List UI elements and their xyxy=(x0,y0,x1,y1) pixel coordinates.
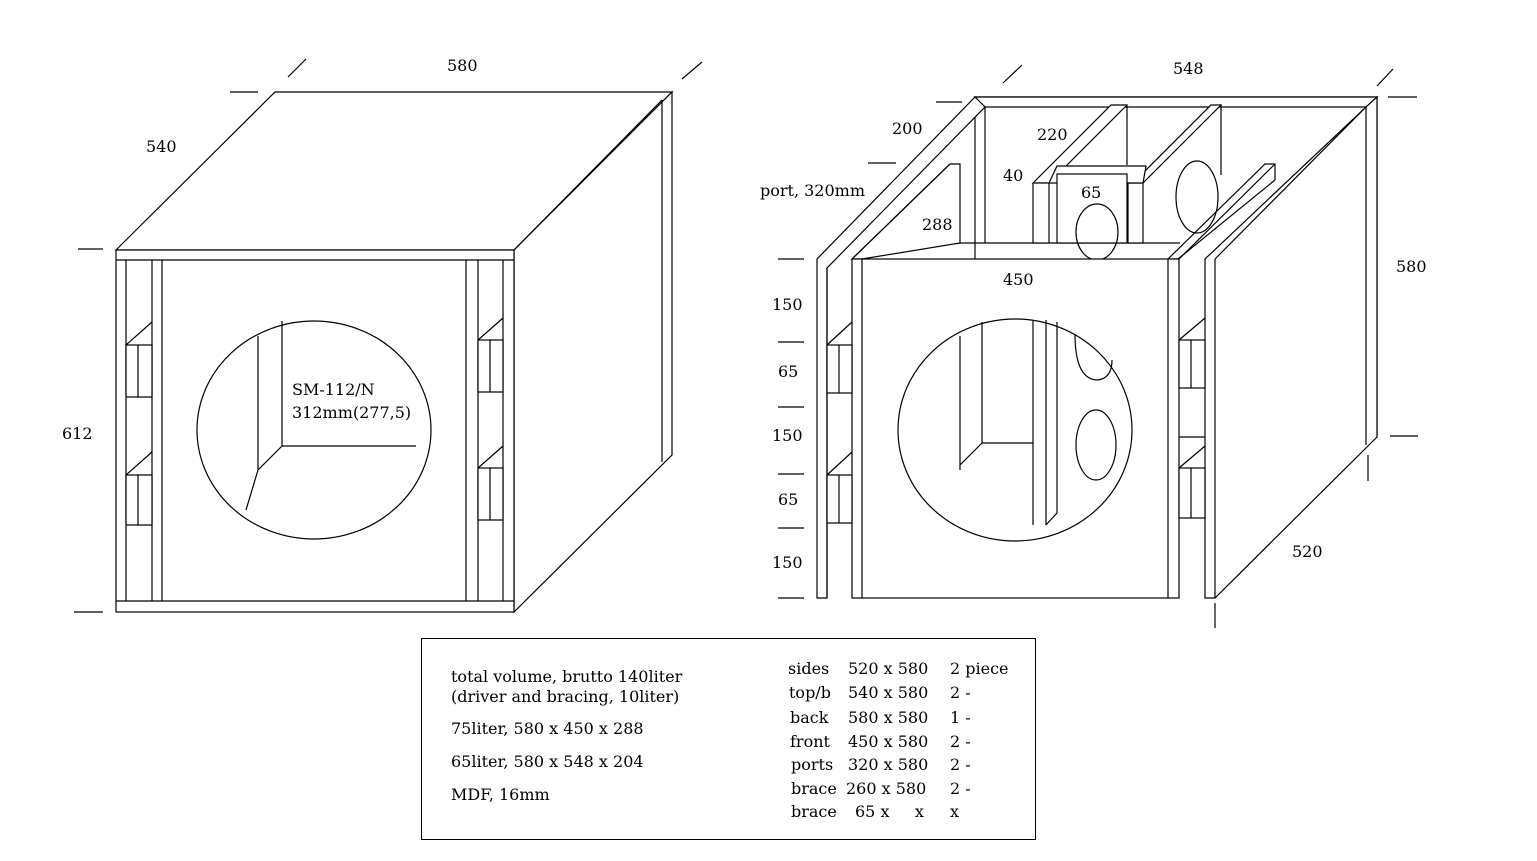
cut-size: 540 x 580 xyxy=(848,683,929,702)
note-volume-65: 65liter, 580 x 548 x 204 xyxy=(451,752,644,771)
cut-part: front xyxy=(790,732,830,751)
cut-size: 450 x 580 xyxy=(848,732,929,751)
right-depth-label: 520 xyxy=(1292,542,1323,561)
left-depth-label: 540 xyxy=(146,137,177,156)
section-label-2: 65 xyxy=(778,362,798,381)
note-material: MDF, 16mm xyxy=(451,785,550,804)
section-label-3: 150 xyxy=(772,426,803,445)
cut-qty: x xyxy=(950,802,960,821)
specs-box: total volume, brutto 140liter (driver an… xyxy=(421,638,1036,840)
cut-part: back xyxy=(790,708,829,727)
cut-qty: 2 - xyxy=(950,683,971,702)
cut-qty: 2 - xyxy=(950,779,971,798)
right-height-label: 580 xyxy=(1396,257,1427,276)
cut-size: 260 x 580 xyxy=(846,779,927,798)
port-label: port, 320mm xyxy=(760,181,865,200)
left-driver-cutout xyxy=(196,320,432,540)
cut-part: brace xyxy=(791,779,837,798)
left-width-label: 580 xyxy=(447,56,478,75)
right-driver-cutout xyxy=(897,318,1133,542)
inner-label-450: 450 xyxy=(1003,270,1034,289)
driver-cutout-label: 312mm(277,5) xyxy=(292,403,411,422)
section-label-1: 150 xyxy=(772,295,803,314)
section-label-4: 65 xyxy=(778,490,798,509)
left-height-label: 612 xyxy=(62,424,93,443)
left-cabinet xyxy=(74,58,703,614)
cut-qty: 2 - xyxy=(950,755,971,774)
inner-label-220: 220 xyxy=(1037,125,1068,144)
driver-model-label: SM-112/N xyxy=(292,380,375,399)
note-volume-75: 75liter, 580 x 450 x 288 xyxy=(451,719,644,738)
inner-label-65: 65 xyxy=(1081,183,1101,202)
cut-size: 520 x 580 xyxy=(848,659,929,678)
right-width-label: 548 xyxy=(1173,59,1204,78)
cut-part: brace xyxy=(791,802,837,821)
inner-label-200: 200 xyxy=(892,119,923,138)
inner-label-40: 40 xyxy=(1003,166,1023,185)
note-total-volume: total volume, brutto 140liter xyxy=(451,667,683,686)
cut-qty: 2 - xyxy=(950,732,971,751)
cut-part: ports xyxy=(791,755,834,774)
cut-part: sides xyxy=(788,659,830,678)
right-cabinet xyxy=(778,64,1418,628)
cut-size: 580 x 580 xyxy=(848,708,929,727)
cut-qty: 2 piece xyxy=(950,659,1009,678)
cut-qty: 1 - xyxy=(950,708,971,727)
cut-size: 320 x 580 xyxy=(848,755,929,774)
cut-part: top/b xyxy=(789,683,831,702)
inner-label-288: 288 xyxy=(922,215,953,234)
section-label-5: 150 xyxy=(772,553,803,572)
note-driver-bracing: (driver and bracing, 10liter) xyxy=(451,687,680,706)
cut-size: 65 x x xyxy=(855,802,924,821)
